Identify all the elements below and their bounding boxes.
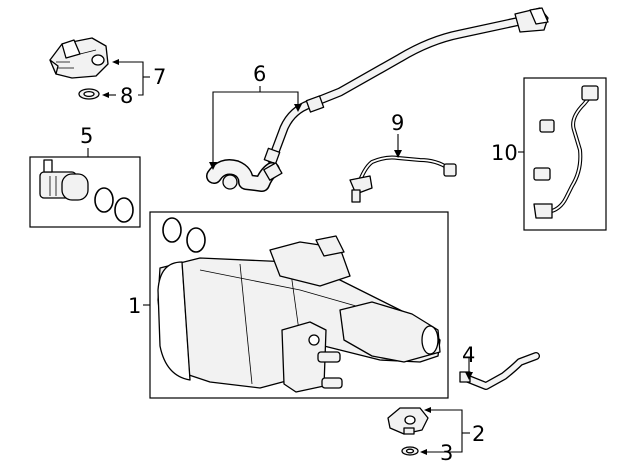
callout-4: 4 <box>462 343 475 367</box>
part-10-frame <box>523 77 607 231</box>
leader-4 <box>465 358 473 380</box>
callout-3: 3 <box>440 441 453 465</box>
callout-10: 10 <box>491 141 518 165</box>
part-10-harness[interactable] <box>533 85 599 219</box>
part-1-canister[interactable] <box>157 217 441 393</box>
leader-7-8 <box>102 59 150 98</box>
callout-2: 2 <box>472 422 485 446</box>
callout-5: 5 <box>80 124 93 148</box>
part-5-frame <box>29 156 141 228</box>
part-5-filter[interactable] <box>39 159 134 223</box>
leader-9 <box>394 134 402 158</box>
part-8-washer[interactable] <box>78 88 100 100</box>
part-7-valve[interactable] <box>49 37 109 79</box>
callout-7: 7 <box>153 65 166 89</box>
leader-2-3 <box>420 407 470 455</box>
part-3-washer[interactable] <box>401 446 419 456</box>
leader-6 <box>209 86 302 170</box>
callout-9: 9 <box>391 111 404 135</box>
callout-6: 6 <box>253 62 266 86</box>
part-2-valve[interactable] <box>387 407 429 435</box>
part-6-hose[interactable] <box>206 7 549 192</box>
callout-1: 1 <box>128 294 141 318</box>
callout-8: 8 <box>120 84 133 108</box>
part-9-sensor[interactable] <box>349 155 457 203</box>
